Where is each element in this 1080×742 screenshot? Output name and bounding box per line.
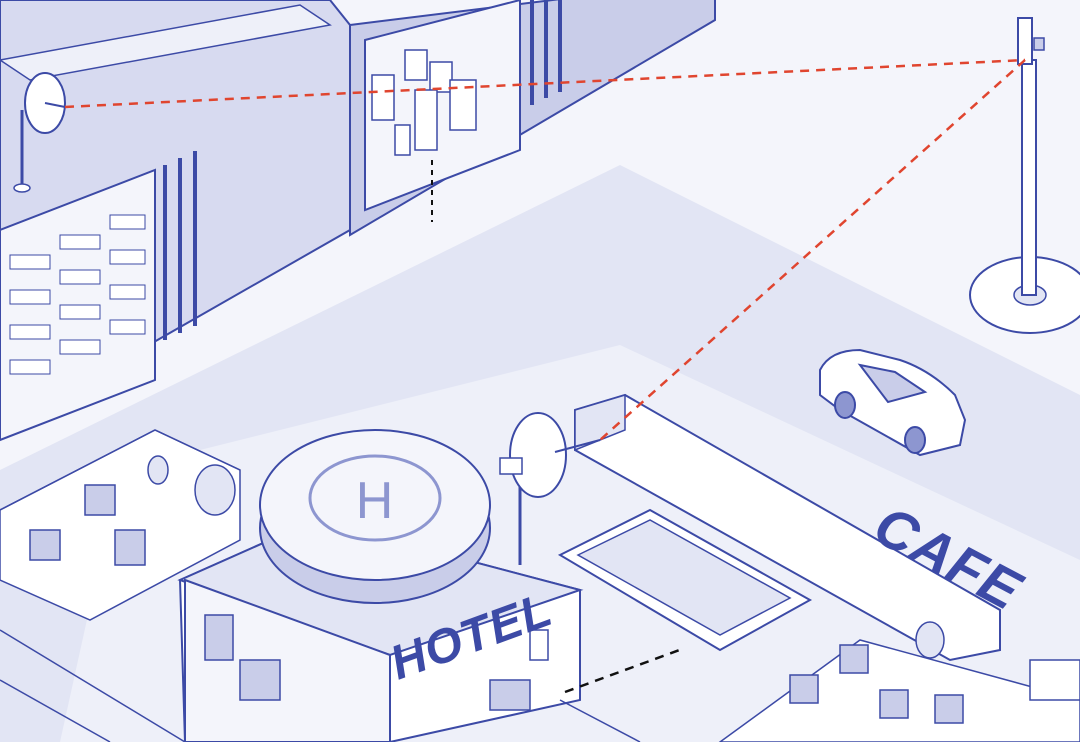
signal-dish-to-tower <box>64 58 1026 109</box>
signal-paths <box>64 58 1026 694</box>
office-desks <box>9 214 146 375</box>
armchair-icon <box>29 484 146 566</box>
armchair-icon <box>789 644 964 724</box>
satellite-dish-icon <box>499 412 601 565</box>
signal-hotel-cable <box>564 646 686 694</box>
cafe-terrace <box>718 621 1080 742</box>
helipad-icon: H <box>259 429 491 604</box>
server-rack-icon <box>371 49 477 156</box>
plant-icon <box>147 455 236 516</box>
helipad-letter: H <box>356 472 395 530</box>
terrace-lounge <box>0 429 241 742</box>
antenna-tower-icon <box>969 17 1080 334</box>
hotel-door-sign <box>529 629 549 661</box>
server-building <box>349 0 716 237</box>
satellite-dish-icon <box>13 72 66 193</box>
car-icon <box>819 348 967 457</box>
lobby-furniture <box>239 659 641 742</box>
hotel-wing <box>557 393 1001 662</box>
plant-icon <box>915 621 945 659</box>
